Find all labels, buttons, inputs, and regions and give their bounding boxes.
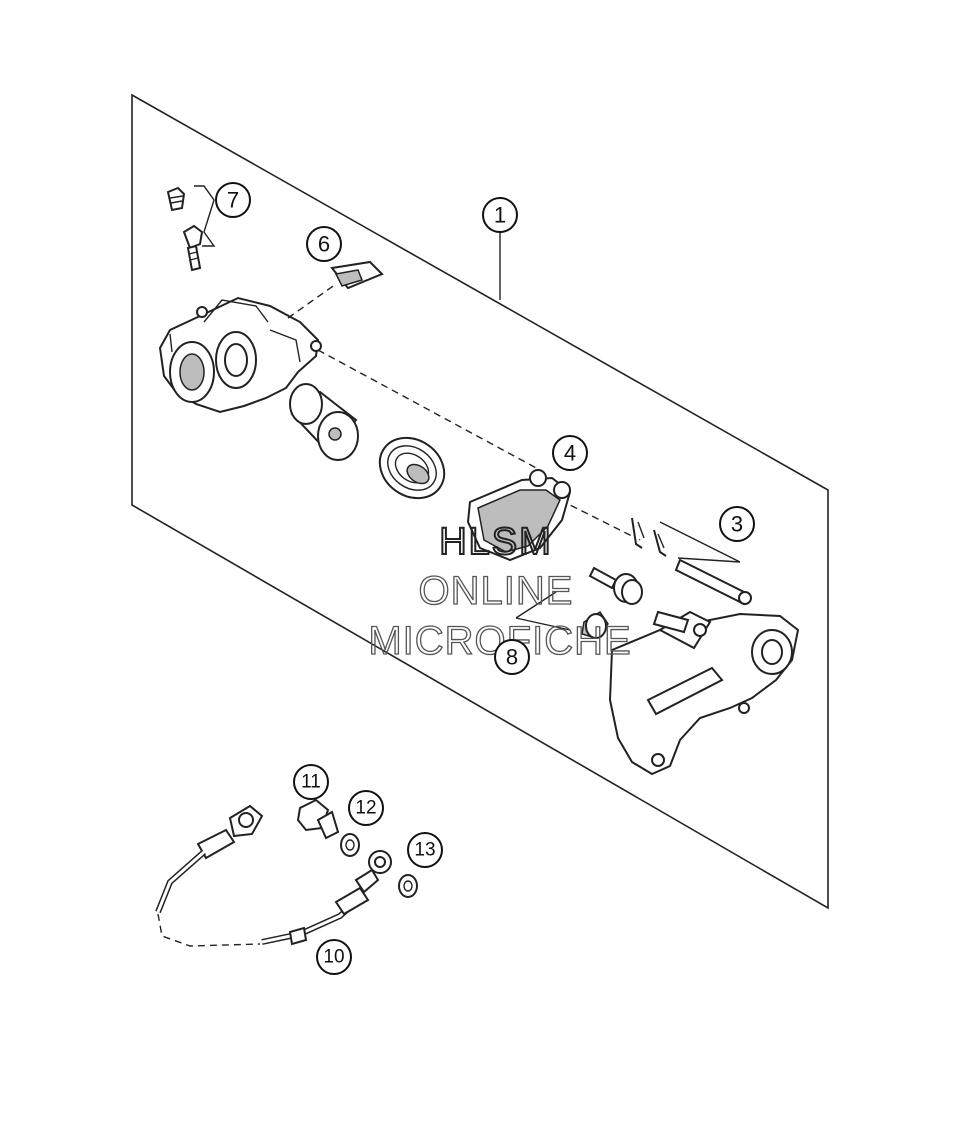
- brake-hose: [155, 804, 392, 947]
- callout-label-8: 8: [506, 645, 518, 670]
- banjo-bolt: [296, 798, 340, 840]
- callout-1: 1: [482, 197, 518, 233]
- slider-pins: [581, 566, 643, 639]
- bleeder-screws: [166, 186, 204, 272]
- callout-label-3: 3: [731, 512, 743, 537]
- callout-13: 13: [407, 832, 443, 868]
- callout-label-4: 4: [564, 441, 576, 466]
- callout-label-6: 6: [318, 232, 330, 257]
- bracket-8: [515, 591, 571, 631]
- callout-8: 8: [494, 639, 530, 675]
- brake-pads: [466, 469, 572, 562]
- pad-pins: [631, 517, 752, 606]
- callout-6: 6: [306, 226, 342, 262]
- callout-4: 4: [552, 435, 588, 471]
- align-line-b: [317, 349, 541, 471]
- pad-spring: [330, 260, 384, 290]
- callout-7: 7: [215, 182, 251, 218]
- callout-10: 10: [316, 939, 352, 975]
- watermark: HLSM ONLINE MICROFICHE: [368, 520, 632, 664]
- watermark-line-1: HLSM: [439, 521, 553, 563]
- piston: [289, 383, 359, 461]
- caliper-body: [158, 296, 322, 414]
- callout-3: 3: [719, 506, 755, 542]
- callout-label-1: 1: [494, 203, 506, 228]
- copper-washers: [340, 833, 418, 898]
- watermark-line-2: ONLINE: [419, 569, 574, 613]
- align-line-c: [559, 499, 641, 541]
- callout-label-10: 10: [323, 947, 344, 968]
- assembly-frame: [131, 93, 829, 910]
- callout-label-12: 12: [355, 798, 376, 819]
- callout-label-11: 11: [301, 772, 321, 793]
- bracket-7: [194, 185, 216, 247]
- callout-label-7: 7: [227, 188, 239, 213]
- caliper-bracket: [608, 610, 800, 776]
- piston-seal: [378, 436, 446, 500]
- callout-label-13: 13: [414, 840, 435, 861]
- callout-12: 12: [348, 790, 384, 826]
- callout-11: 11: [293, 764, 329, 800]
- align-line-a: [287, 283, 337, 319]
- bracket-3: [659, 521, 741, 563]
